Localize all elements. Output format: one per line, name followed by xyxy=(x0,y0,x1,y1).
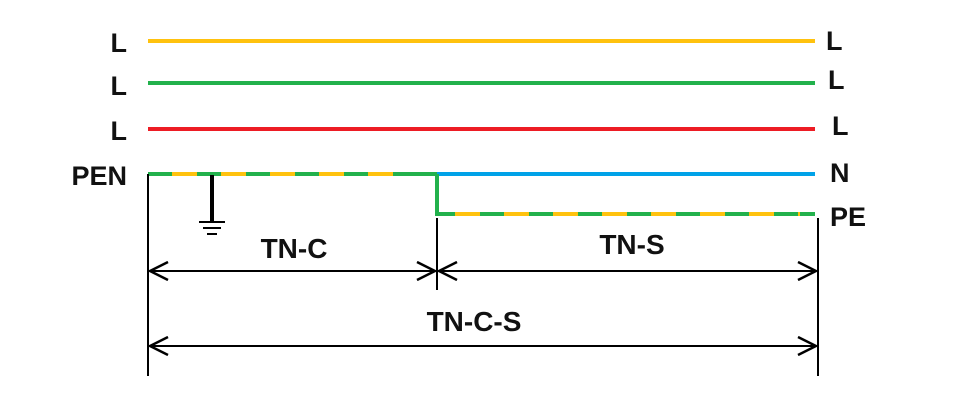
left-label-pen: PEN xyxy=(71,161,127,191)
right-label-n: N xyxy=(830,158,850,188)
tn-c-label: TN-C xyxy=(261,233,328,264)
right-label-pe: PE xyxy=(830,202,866,232)
left-label-l3: L xyxy=(111,116,128,146)
tn-s-label: TN-S xyxy=(599,229,664,260)
left-label-l1: L xyxy=(111,28,128,58)
tn-c-s-label: TN-C-S xyxy=(427,306,522,337)
right-label-l3: L xyxy=(832,111,849,141)
right-label-l1: L xyxy=(826,26,843,56)
right-label-l2: L xyxy=(828,65,845,95)
earth-ground-icon xyxy=(199,175,225,235)
pe-conductor xyxy=(435,174,815,216)
left-label-l2: L xyxy=(111,71,128,101)
